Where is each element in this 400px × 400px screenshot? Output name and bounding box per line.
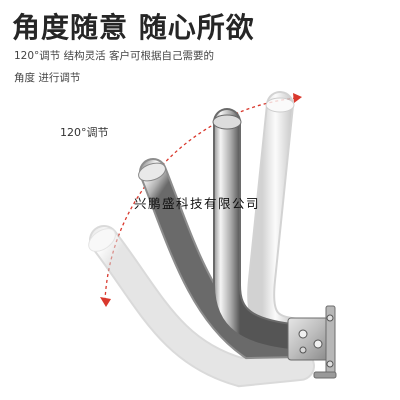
arc-arrowhead-top	[293, 93, 302, 103]
pipe-ghost-lowest	[88, 225, 315, 388]
angle-label: 120°调节	[60, 126, 109, 139]
pipe-right-faint	[247, 91, 314, 346]
subtitle-line-1: 120°调节 结构灵活 客户可根据自己需要的	[14, 50, 214, 62]
pipe-left-leaning	[138, 158, 314, 360]
arc-arrowhead-bottom	[100, 297, 111, 307]
pipe-vertical-dark	[212, 108, 314, 352]
mounting-bracket	[287, 305, 337, 379]
page-title: 角度随意 随心所欲	[12, 11, 255, 44]
company-watermark: 兴鹏盛科技有限公司	[134, 196, 261, 211]
subtitle-line-2: 角度 进行调节	[14, 72, 81, 84]
